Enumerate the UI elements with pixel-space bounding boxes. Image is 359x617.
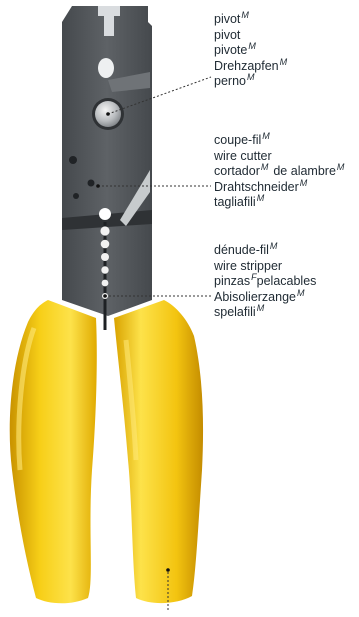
cutter-leader-dot xyxy=(96,184,100,188)
pivot-term-fr: pivotM xyxy=(214,12,287,28)
handle-leader-dot xyxy=(166,568,170,572)
stripper-term-it: spelafiliM xyxy=(214,305,316,321)
right-handle xyxy=(114,300,203,603)
stripper-term-fr: dénude-filM xyxy=(214,243,316,259)
left-handle xyxy=(10,300,97,603)
stripper-leader-dot xyxy=(103,294,107,298)
cutter-term-fr: coupe-filM xyxy=(214,133,344,149)
pivot-term-es: pivoteM xyxy=(214,43,287,59)
stripper-term-de: AbisolierzangeM xyxy=(214,290,316,306)
stripper-label-group: dénude-filM wire stripper pinzasFpelacab… xyxy=(214,243,316,321)
pivot-leader-dot xyxy=(106,112,110,116)
stripper-term-en: wire stripper xyxy=(214,259,316,275)
cutter-term-de: DrahtschneiderM xyxy=(214,180,344,196)
cutter-term-it: tagliafiliM xyxy=(214,195,344,211)
pivot-term-it: pernoM xyxy=(214,74,287,90)
cutter-term-en: wire cutter xyxy=(214,149,344,165)
pivot-label-group: pivotM pivot pivoteM DrehzapfenM pernoM xyxy=(214,12,287,90)
